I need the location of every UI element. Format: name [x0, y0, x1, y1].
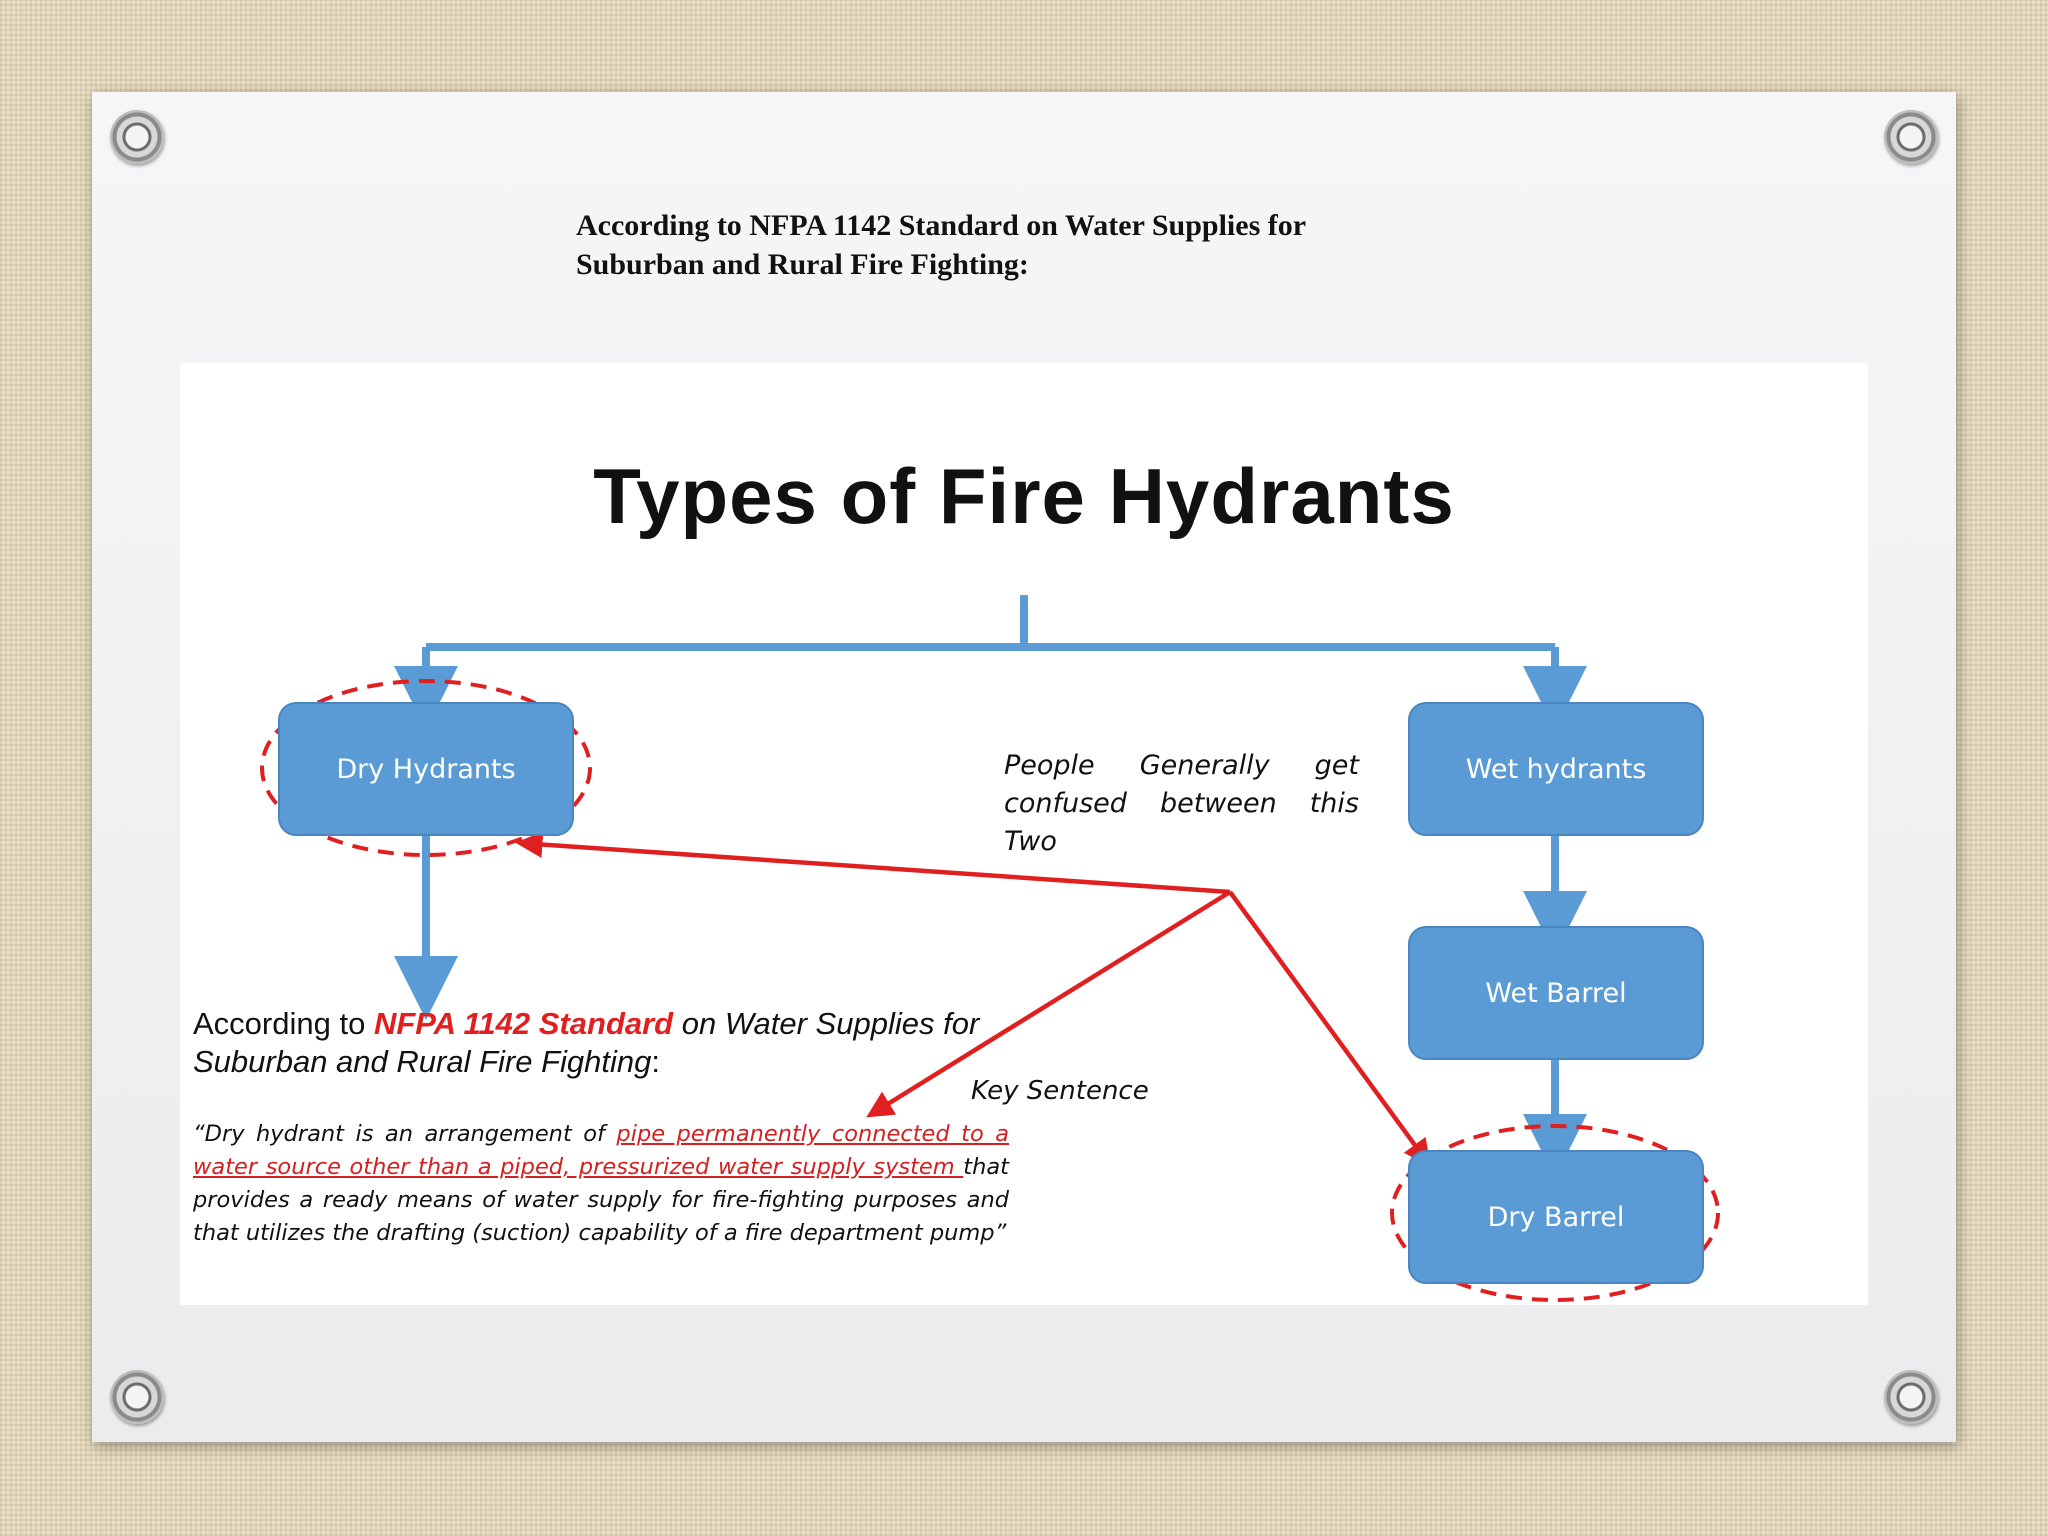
confusion-note: People Generally get confused between th…: [1004, 747, 1359, 861]
according-line2: Suburban and Rural Fire Fighting: [193, 1044, 652, 1079]
dry-barrel-highlight-ellipse: [1390, 1124, 1720, 1302]
slide-heading: According to NFPA 1142 Standard on Water…: [576, 206, 1476, 284]
grommet-bottom-left-icon: [110, 1370, 164, 1424]
quote-part1: “Dry hydrant is an arrangement of: [193, 1121, 617, 1147]
node-dry-hydrants: Dry Hydrants: [278, 702, 574, 836]
dry-hydrant-definition-quote: “Dry hydrant is an arrangement of pipe p…: [193, 1118, 1009, 1250]
grommet-bottom-right-icon: [1884, 1370, 1938, 1424]
according-to-standard: According to NFPA 1142 Standard on Water…: [193, 1005, 1013, 1081]
confusion-note-word3: get: [1314, 750, 1359, 781]
quote-part2: that provides a ready means of water sup…: [193, 1154, 1009, 1246]
node-dry-barrel: Dry Barrel: [1408, 1150, 1704, 1284]
grommet-top-left-icon: [110, 110, 164, 164]
key-sentence-label: Key Sentence: [971, 1076, 1149, 1106]
slide-heading-line1: According to NFPA 1142 Standard on Water…: [576, 209, 1307, 242]
slide-heading-line2: Suburban and Rural Fire Fighting:: [576, 248, 1029, 281]
diagram-panel: Types of Fire Hydrants Dry Hydrants Wet …: [180, 363, 1868, 1305]
confusion-note-word1: People: [1004, 750, 1095, 781]
node-wet-barrel: Wet Barrel: [1408, 926, 1704, 1060]
according-suffix: on Water Supplies for: [673, 1006, 980, 1041]
according-prefix: According to: [193, 1006, 374, 1041]
red-arrow-to-key-sentence: [866, 890, 1232, 1118]
grommet-top-right-icon: [1884, 110, 1938, 164]
red-arrow-to-dry-barrel: [1228, 890, 1431, 1167]
diagram-title: Types of Fire Hydrants: [593, 452, 1455, 540]
confusion-note-word2: Generally: [1139, 750, 1270, 781]
red-arrow-to-dry-hydrants: [515, 831, 1231, 895]
dry-hydrants-highlight-ellipse: [260, 679, 592, 857]
quote-key-phrase: pipe permanently connected to a water so…: [193, 1121, 1009, 1180]
node-wet-hydrants: Wet hydrants: [1408, 702, 1704, 836]
confusion-note-line2: confused between this Two: [1004, 788, 1359, 857]
standard-name: NFPA 1142 Standard: [373, 1006, 674, 1041]
according-colon: :: [651, 1044, 660, 1079]
diagram-connectors: [260, 595, 1720, 1302]
